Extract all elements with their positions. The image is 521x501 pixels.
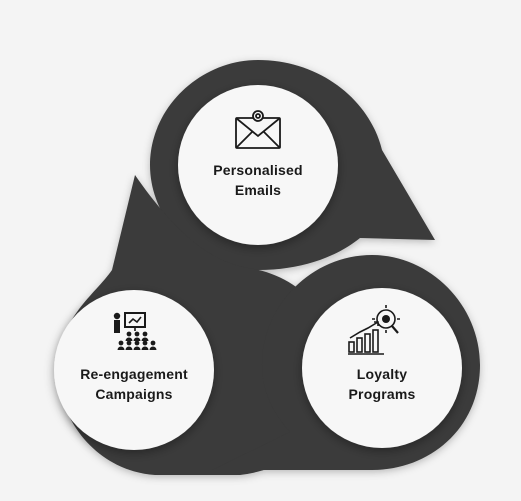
node-label-line: Campaigns xyxy=(95,386,173,402)
node-label-line: Emails xyxy=(234,182,282,198)
node-label-line: Loyalty xyxy=(356,366,408,382)
audience-presentation-icon xyxy=(113,312,157,350)
node-label-line: Programs xyxy=(348,386,416,402)
node-label-line: Re-engagement xyxy=(80,366,188,382)
node-circle-right xyxy=(302,288,462,448)
email-at-icon xyxy=(235,110,281,149)
node-circle-top xyxy=(178,85,338,245)
node-label-personalised-emails: Personalised Emails xyxy=(183,160,333,200)
node-label-re-engagement-campaigns: Re-engagement Campaigns xyxy=(59,364,209,404)
growth-chart-gear-icon xyxy=(348,305,400,355)
node-circle-left xyxy=(54,290,214,450)
node-label-line: Personalised xyxy=(213,162,303,178)
node-label-loyalty-programs: Loyalty Programs xyxy=(307,364,457,404)
